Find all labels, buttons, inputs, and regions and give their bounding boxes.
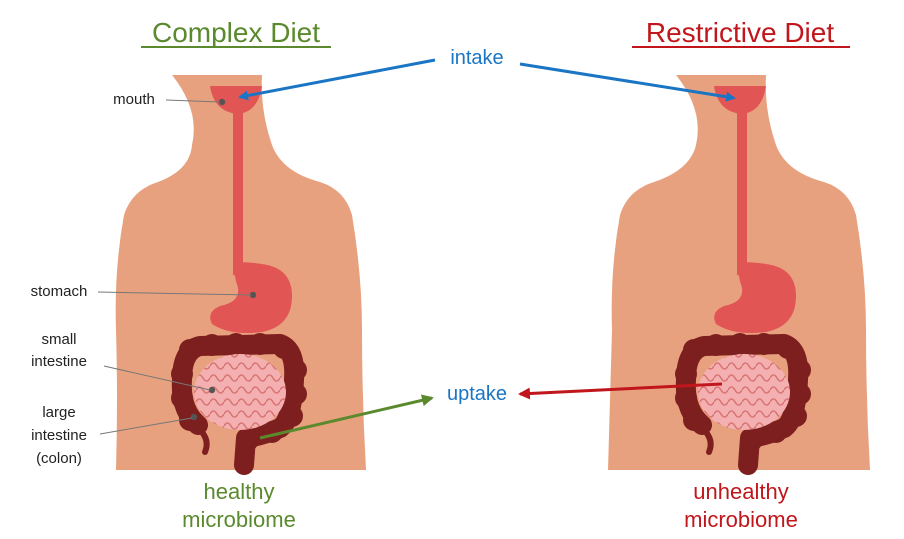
intake-arrow-right (519, 62, 736, 102)
left-esophagus (233, 105, 243, 275)
uptake-arrow-green (259, 394, 434, 440)
mouth-label: mouth (113, 91, 155, 108)
intake-arrow-left (238, 58, 436, 101)
small-intestine-label-line1: small (41, 331, 76, 348)
left-body-figure (115, 75, 367, 475)
right-title: Restrictive Diet (646, 17, 834, 48)
intake-label: intake (450, 47, 503, 69)
left-mouth-dot (218, 98, 226, 106)
right-caption-line1: unhealthy (693, 479, 788, 504)
large-intestine-label-line3: (colon) (36, 450, 82, 467)
right-colon-tail (701, 427, 714, 455)
right-caption-line2: microbiome (684, 507, 798, 532)
left-stomach-dot (249, 291, 257, 299)
left-caption-line2: microbiome (182, 507, 296, 532)
large-intestine-label-line2: intestine (31, 427, 87, 444)
small-intestine-label-line2: intestine (31, 353, 87, 370)
left-colon-bumps (171, 333, 307, 451)
left-colon-tail (197, 427, 210, 455)
right-body-figure (608, 75, 870, 475)
left-mouth-cavity (210, 86, 262, 114)
left-title: Complex Diet (152, 17, 320, 48)
intake-arrows (238, 58, 736, 102)
uptake-arrow-red (518, 382, 723, 400)
stomach-label: stomach (31, 283, 88, 300)
right-esophagus (737, 105, 747, 275)
stomach-leader-line (97, 291, 252, 296)
small-intestine-leader-line (103, 365, 211, 391)
left-small-intestine-dot (208, 386, 216, 394)
uptake-label: uptake (447, 383, 507, 405)
right-stomach (714, 262, 796, 333)
left-large-intestine-dot (190, 413, 198, 421)
large-intestine-label-line1: large (42, 404, 75, 421)
left-caption-line1: healthy (204, 479, 275, 504)
large-intestine-leader-line (99, 417, 193, 435)
right-small-intestine (698, 354, 790, 430)
label-leader-lines (97, 99, 252, 435)
right-colon-bumps (675, 333, 811, 451)
left-small-intestine (194, 354, 286, 430)
mouth-leader-line (165, 99, 221, 103)
